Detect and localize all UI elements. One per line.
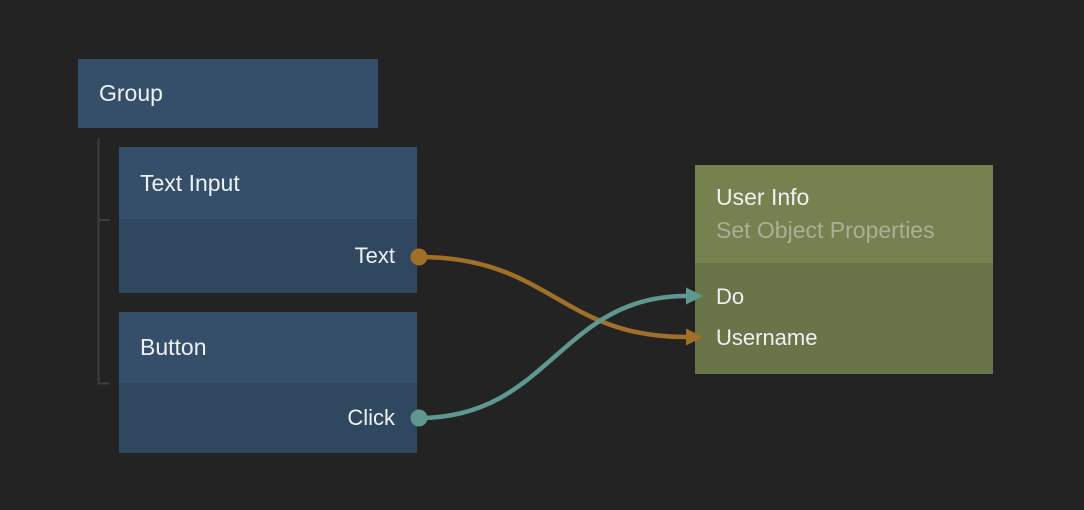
node-title: Button — [140, 334, 207, 360]
node-button[interactable]: Button Click — [119, 312, 417, 453]
node-text-input-header: Text Input — [119, 147, 417, 219]
node-user-info-body: Do Username — [695, 263, 993, 374]
output-port-label: Text — [354, 243, 395, 268]
output-port-label: Click — [347, 405, 395, 430]
group-tree-connector-line — [97, 138, 110, 385]
node-text-input-body: Text — [119, 219, 417, 293]
node-title: Group — [99, 80, 163, 106]
node-user-info[interactable]: User Info Set Object Properties Do Usern… — [695, 165, 993, 374]
node-title: Text Input — [140, 169, 240, 196]
node-user-info-header: User Info Set Object Properties — [695, 165, 993, 263]
node-subtitle: Set Object Properties — [716, 217, 935, 243]
output-port-row-text: Text — [119, 219, 417, 293]
node-button-body: Click — [119, 383, 417, 453]
node-group[interactable]: Group — [78, 59, 378, 128]
node-group-header: Group — [78, 59, 378, 128]
wire-text-to-username[interactable] — [416, 254, 689, 340]
output-port-row-click: Click — [119, 383, 417, 453]
node-title: User Info — [716, 184, 810, 210]
wire-click-to-do[interactable] — [416, 293, 689, 421]
input-port-label: Do — [716, 283, 745, 309]
input-port-label: Username — [716, 324, 818, 350]
input-port-row-username: Username — [695, 317, 993, 358]
node-button-header: Button — [119, 312, 417, 383]
node-text-input[interactable]: Text Input Text — [119, 147, 417, 293]
input-port-row-do: Do — [695, 276, 993, 317]
